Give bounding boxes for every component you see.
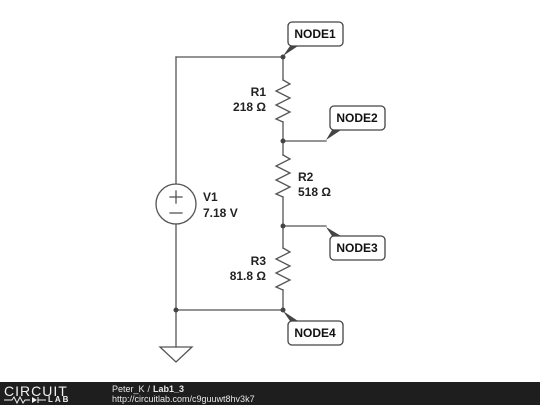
circuit-schematic: NODE1 NODE2 NODE3 NODE4 R1 218 Ω R2 518 … (155, 21, 386, 363)
node1-tag: NODE1 (283, 21, 344, 56)
node2-tag: NODE2 (326, 105, 386, 140)
logo-circuit-text: CIRCUIT (4, 383, 68, 399)
v1-value: 7.18 V (203, 206, 238, 220)
r1-value: 218 Ω (233, 100, 266, 114)
r1-resistor (274, 79, 292, 123)
junction-node1 (280, 54, 286, 60)
logo-wire-icon (4, 396, 46, 404)
junction-node4 (280, 307, 286, 313)
v1-name: V1 (203, 190, 218, 204)
r3-name: R3 (251, 254, 267, 268)
r2-value: 518 Ω (298, 185, 331, 199)
r3-resistor (274, 247, 292, 291)
junction-node2 (280, 138, 286, 144)
node3-tag: NODE3 (326, 227, 386, 261)
node2-label: NODE2 (336, 111, 378, 125)
node1-label: NODE1 (294, 27, 336, 41)
footer-title-line: Peter_K/Lab1_3 (112, 384, 255, 394)
circuitlab-logo[interactable]: CIRCUIT LAB (4, 383, 96, 404)
logo-lab-text: LAB (48, 395, 71, 404)
footer-separator: / (147, 384, 151, 394)
footer-bar: CIRCUIT LAB Peter_K/Lab1_3 http://circui… (0, 382, 540, 405)
node4-label: NODE4 (294, 326, 336, 340)
r2-name: R2 (298, 170, 314, 184)
ground-icon (158, 346, 194, 363)
r2-resistor (274, 154, 292, 198)
footer-meta: Peter_K/Lab1_3 http://circuitlab.com/c9g… (112, 384, 255, 404)
junction-node3 (280, 223, 286, 229)
r1-name: R1 (251, 85, 267, 99)
footer-url[interactable]: http://circuitlab.com/c9guuwt8hv3k7 (112, 394, 255, 404)
r3-value: 81.8 Ω (230, 269, 267, 283)
junction-bottom-left (173, 307, 179, 313)
lab-name-link[interactable]: Lab1_3 (153, 384, 185, 394)
node4-tag: NODE4 (283, 311, 344, 346)
author-link[interactable]: Peter_K (112, 384, 145, 394)
node3-label: NODE3 (336, 241, 378, 255)
v1-source (155, 183, 197, 225)
